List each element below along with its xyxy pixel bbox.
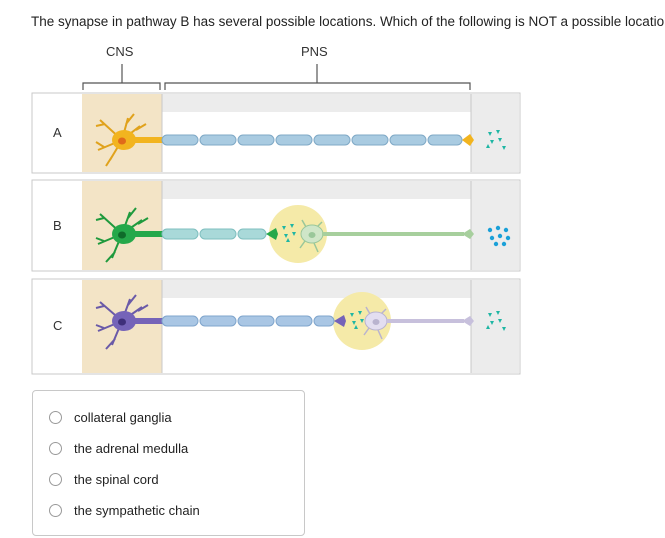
neurotransmitter-a <box>486 130 506 150</box>
option-label: the sympathetic chain <box>74 503 200 518</box>
option-spinal-cord[interactable]: the spinal cord <box>49 472 159 487</box>
radio-button[interactable] <box>49 504 62 517</box>
option-label: the spinal cord <box>74 472 159 487</box>
answer-options: collateral ganglia the adrenal medulla t… <box>32 390 305 536</box>
row-c-pathway <box>31 278 521 375</box>
cns-label: CNS <box>106 44 134 59</box>
row-b-pathway <box>31 179 521 272</box>
row-a-pathway <box>31 92 521 174</box>
neurotransmitter-b <box>487 225 511 247</box>
option-adrenal-medulla[interactable]: the adrenal medulla <box>49 441 188 456</box>
neuron-pathways-diagram <box>31 64 521 375</box>
radio-button[interactable] <box>49 442 62 455</box>
option-label: collateral ganglia <box>74 410 172 425</box>
pns-label: PNS <box>301 44 328 59</box>
row-label-c: C <box>53 318 63 333</box>
radio-button[interactable] <box>49 411 62 424</box>
pns-bracket <box>164 64 471 90</box>
row-label-b: B <box>53 218 62 233</box>
row-label-a: A <box>53 125 62 140</box>
option-collateral-ganglia[interactable]: collateral ganglia <box>49 410 172 425</box>
neurotransmitter-c <box>486 311 506 331</box>
question-text: The synapse in pathway B has several pos… <box>31 14 665 29</box>
cns-bracket <box>82 64 161 90</box>
option-sympathetic-chain[interactable]: the sympathetic chain <box>49 503 200 518</box>
radio-button[interactable] <box>49 473 62 486</box>
option-label: the adrenal medulla <box>74 441 189 456</box>
